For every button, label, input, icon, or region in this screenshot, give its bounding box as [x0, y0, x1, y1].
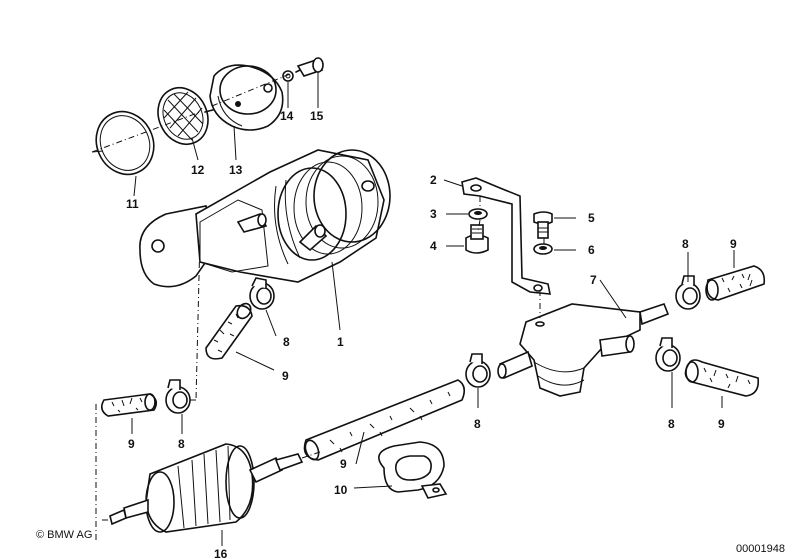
label-1: 1 — [337, 335, 344, 349]
label-9: 9 — [718, 417, 725, 431]
label-5: 5 — [588, 211, 595, 225]
hose-clamp-left — [165, 379, 191, 414]
assembly-lines — [91, 73, 545, 540]
part-number-labels: 1 2 3 4 5 6 7 8 8 8 8 8 9 9 9 9 9 10 11 … — [126, 109, 737, 559]
label-3: 3 — [430, 207, 437, 221]
hose-long-center — [303, 379, 466, 461]
label-9: 9 — [128, 437, 135, 451]
washer-3 — [468, 208, 488, 220]
label-12: 12 — [191, 163, 205, 177]
hose-pump — [205, 302, 253, 360]
label-8: 8 — [682, 237, 689, 251]
fuel-pump — [139, 149, 391, 331]
hose-clamp-lower-right — [655, 337, 681, 372]
label-8: 8 — [668, 417, 675, 431]
label-9: 9 — [340, 457, 347, 471]
label-8: 8 — [178, 437, 185, 451]
screw-5 — [533, 211, 553, 239]
label-16: 16 — [214, 547, 228, 559]
diagram-number: 00001948 — [736, 543, 785, 555]
label-9: 9 — [282, 369, 289, 383]
leader-lines — [131, 72, 735, 546]
hose-clamp-upper-right — [675, 275, 701, 310]
hose-lower-right — [684, 359, 760, 397]
copyright-text: © BMW AG — [36, 529, 92, 541]
label-11: 11 — [126, 197, 139, 211]
label-6: 6 — [588, 243, 595, 257]
bolt-4 — [465, 224, 489, 254]
label-2: 2 — [430, 173, 437, 187]
label-14: 14 — [280, 109, 294, 123]
label-8: 8 — [474, 417, 481, 431]
label-9: 9 — [730, 237, 737, 251]
label-4: 4 — [430, 239, 437, 253]
label-8: 8 — [283, 335, 290, 349]
hose-holder-clip — [378, 441, 448, 499]
t-piece-housing — [497, 279, 670, 397]
sealing-ring — [91, 110, 155, 176]
inline-fuel-filter — [109, 443, 304, 533]
washer-6 — [533, 243, 553, 255]
label-7: 7 — [590, 273, 597, 287]
label-13: 13 — [229, 163, 243, 177]
hose-clamp-pump — [249, 277, 275, 310]
hose-clamp-center — [465, 353, 491, 388]
hose-left — [100, 393, 158, 417]
screw-15 — [295, 57, 324, 77]
label-10: 10 — [334, 483, 348, 497]
label-15: 15 — [310, 109, 324, 123]
hose-upper-right — [705, 265, 766, 301]
filter-cover — [209, 64, 284, 131]
